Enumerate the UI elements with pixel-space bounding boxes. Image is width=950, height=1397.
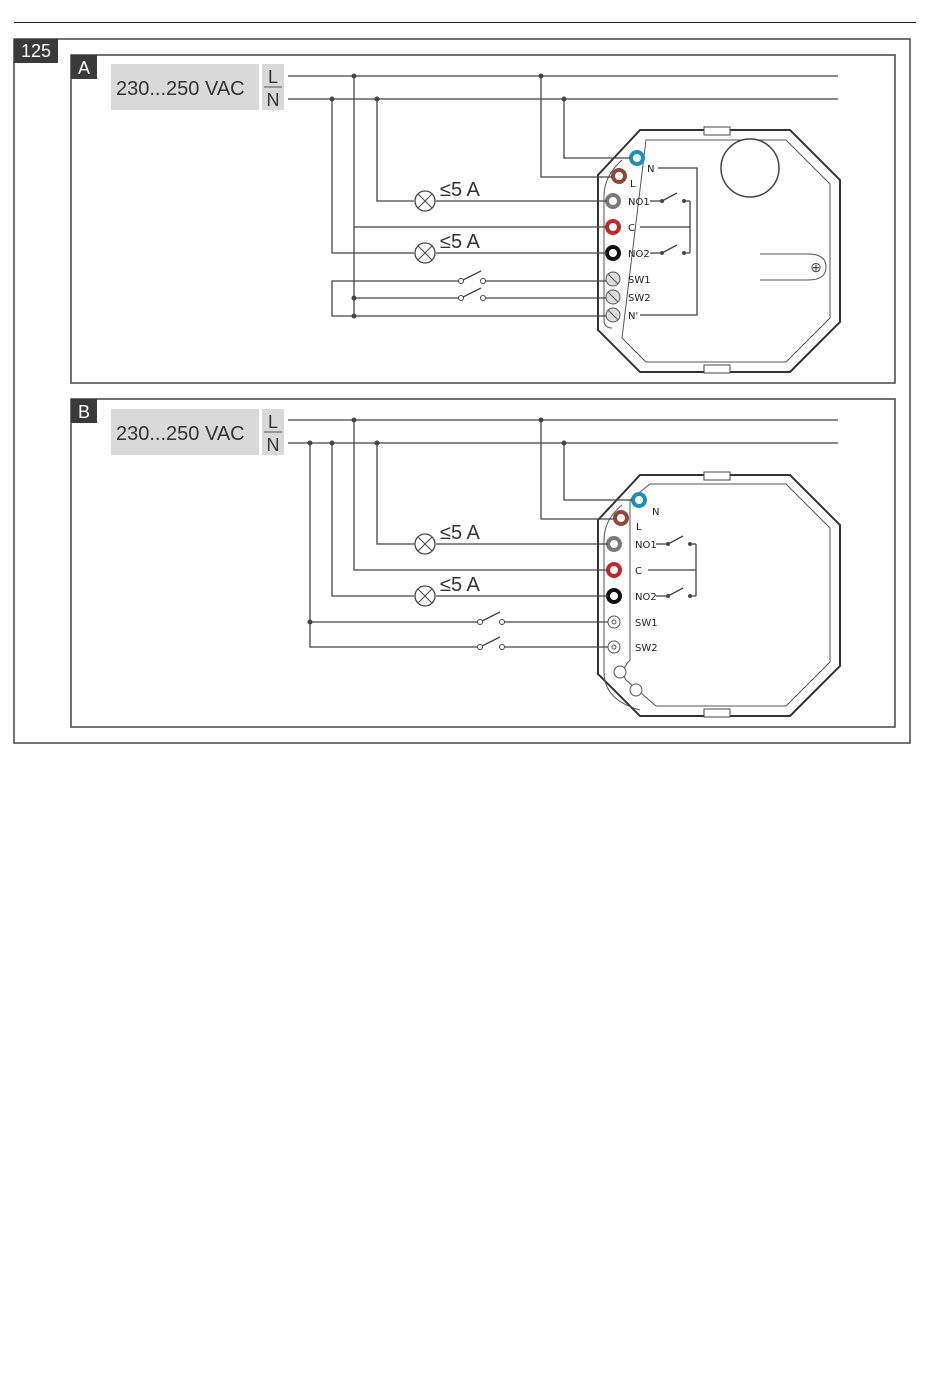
load-rating-1: ≤5 A: [440, 179, 481, 201]
bottom-clip: [704, 365, 730, 373]
line-label: L: [268, 412, 278, 432]
lamp-icon: [415, 191, 435, 211]
supply-label: 230...250 VAC: [116, 78, 245, 100]
label-c: C: [628, 223, 635, 234]
supply-label: 230...250 VAC: [116, 423, 245, 445]
label-no2: NO2: [628, 249, 650, 260]
lamp-icon: [415, 586, 435, 606]
label-sw2: SW2: [628, 293, 651, 304]
top-clip: [704, 127, 730, 135]
lamp-icon: [415, 534, 435, 554]
label-no2: NO2: [635, 592, 657, 603]
panel-a: A 230...250 VAC L N ⊕ N: [71, 55, 895, 383]
screw-icon: ⊕: [810, 259, 822, 275]
terminal-sw2: [608, 641, 620, 653]
label-c: C: [635, 566, 642, 577]
load-rating-1: ≤5 A: [440, 522, 481, 544]
label-l: L: [630, 179, 636, 190]
panel-b: B 230...250 VAC L N N L NO1 C NO2 SW1 SW: [71, 399, 895, 727]
label-n: N: [652, 507, 659, 518]
label-sw1: SW1: [628, 275, 651, 286]
label-sw1: SW1: [635, 618, 658, 629]
mount-hole: [630, 684, 642, 696]
line-label: L: [268, 67, 278, 87]
figure-number: 125: [21, 41, 51, 61]
label-no1: NO1: [635, 540, 657, 551]
load-rating-2: ≤5 A: [440, 231, 481, 253]
panel-a-letter: A: [78, 58, 90, 78]
top-clip: [704, 472, 730, 480]
label-l: L: [636, 522, 642, 533]
neutral-label: N: [267, 435, 280, 455]
panel-b-letter: B: [78, 402, 90, 422]
wiring-figure: 125 A 230...250 VAC L N ⊕: [0, 0, 950, 760]
mount-hole: [614, 666, 626, 678]
load-rating-2: ≤5 A: [440, 574, 481, 596]
antenna-port: [721, 139, 779, 197]
terminal-sw1: [608, 616, 620, 628]
bottom-clip: [704, 709, 730, 717]
neutral-label: N: [267, 90, 280, 110]
label-sw2: SW2: [635, 643, 658, 654]
label-n: N: [647, 164, 654, 175]
lamp-icon: [415, 243, 435, 263]
label-n-prime: N': [628, 311, 638, 322]
label-no1: NO1: [628, 197, 650, 208]
